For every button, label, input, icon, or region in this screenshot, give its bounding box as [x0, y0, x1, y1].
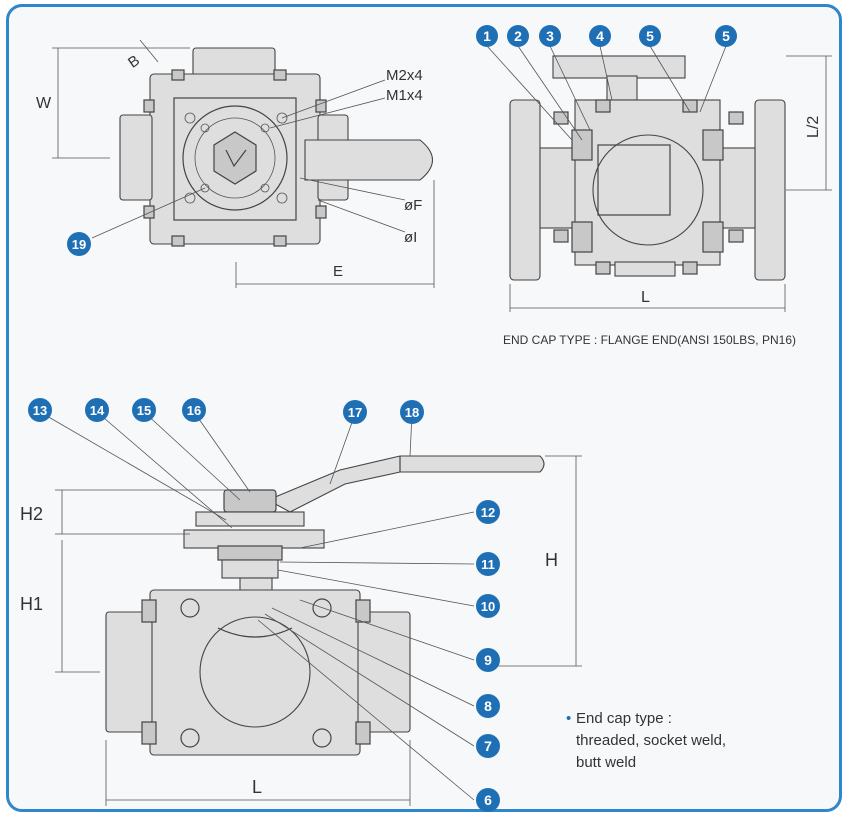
svg-text:16: 16 [187, 403, 201, 418]
note-line-1: End cap type : [576, 710, 672, 727]
svg-text:5: 5 [646, 28, 654, 44]
svg-text:9: 9 [484, 652, 492, 668]
svg-text:13: 13 [33, 403, 47, 418]
svg-text:7: 7 [484, 738, 492, 754]
dim-m2: M2x4 [386, 67, 423, 84]
part-badge: 17 [343, 400, 367, 424]
note-bullet: • [566, 710, 571, 727]
part-badge: 14 [85, 398, 109, 422]
note-line-2: threaded, socket weld, [576, 732, 726, 749]
svg-text:3: 3 [546, 28, 554, 44]
part-badge: 11 [476, 552, 500, 576]
part-badge: 2 [507, 25, 529, 47]
part-badge: 16 [182, 398, 206, 422]
top-view [52, 39, 435, 288]
svg-text:12: 12 [481, 505, 495, 520]
part-badge: 13 [28, 398, 52, 422]
side-view [39, 411, 582, 806]
dim-h: H [545, 550, 558, 570]
dim-h1: H1 [20, 594, 43, 614]
svg-text:2: 2 [514, 28, 522, 44]
svg-text:19: 19 [72, 237, 86, 252]
dim-w: W [36, 95, 52, 112]
svg-text:15: 15 [137, 403, 151, 418]
svg-text:11: 11 [481, 557, 495, 572]
dim-b: B [125, 52, 143, 72]
svg-text:10: 10 [481, 599, 495, 614]
part-badge: 6 [476, 788, 500, 812]
note-line-3: butt weld [576, 754, 636, 771]
svg-text:17: 17 [348, 405, 362, 420]
flange-caption: END CAP TYPE : FLANGE END(ANSI 150LBS, P… [503, 333, 796, 347]
svg-text:5: 5 [722, 28, 730, 44]
part-badge: 5 [715, 25, 737, 47]
part-badge: 5 [639, 25, 661, 47]
part-badge: 19 [67, 232, 91, 256]
dim-e: E [333, 263, 343, 280]
end-cap-note: • End cap type : threaded, socket weld, … [566, 710, 726, 771]
part-badge: 1 [476, 25, 498, 47]
dim-phi-f: øF [404, 197, 422, 214]
dim-l-half: L/2 [805, 116, 822, 138]
svg-text:4: 4 [596, 28, 604, 44]
svg-text:18: 18 [405, 405, 419, 420]
dim-l-bottom: L [252, 777, 262, 797]
svg-text:8: 8 [484, 698, 492, 714]
svg-text:6: 6 [484, 792, 492, 808]
part-badge: 4 [589, 25, 611, 47]
dim-h2: H2 [20, 504, 43, 524]
svg-text:1: 1 [483, 28, 491, 44]
part-badge: 7 [476, 734, 500, 758]
dim-m1: M1x4 [386, 87, 423, 104]
part-badges: 1 2 3 4 5 5 19 13 14 15 16 17 18 12 11 1… [28, 25, 737, 812]
flange-section-view [486, 45, 832, 312]
dim-phi-i: øI [404, 229, 417, 246]
part-badge: 18 [400, 400, 424, 424]
dim-l-top: L [641, 289, 650, 306]
svg-text:14: 14 [90, 403, 105, 418]
part-badge: 9 [476, 648, 500, 672]
part-badge: 3 [539, 25, 561, 47]
part-badge: 15 [132, 398, 156, 422]
part-badge: 8 [476, 694, 500, 718]
part-badge: 12 [476, 500, 500, 524]
part-badge: 10 [476, 594, 500, 618]
